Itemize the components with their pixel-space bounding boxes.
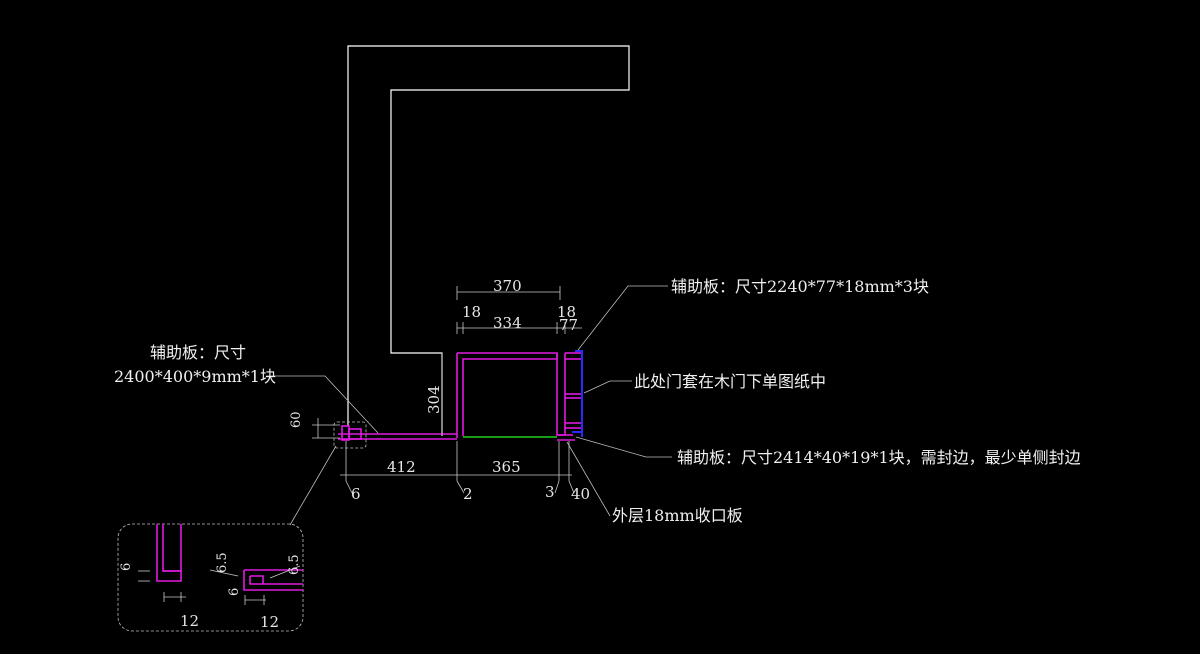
dim-334: 334 (493, 314, 522, 332)
dim-304: 304 (425, 385, 443, 414)
dim-2: 2 (463, 485, 473, 503)
dim-40: 40 (571, 485, 590, 503)
note-top-right: 辅助板：尺寸2240*77*18mm*3块 (671, 277, 929, 296)
detail-dim-6-5a: 6.5 (215, 552, 230, 573)
note-outer-layer: 外层18mm收口板 (612, 506, 743, 525)
detail-dim-12b: 12 (260, 613, 279, 631)
detail-marker-box (333, 421, 367, 449)
wall-outline (347, 45, 630, 436)
detail-dim-12a: 12 (180, 612, 199, 630)
dim-18-left: 18 (462, 303, 481, 321)
dim-6: 6 (351, 485, 361, 503)
dim-3: 3 (545, 483, 555, 501)
dim-18-right: 18 (557, 303, 576, 321)
dim-77: 77 (559, 316, 578, 334)
detail-enlargement (117, 523, 304, 632)
dim-60: 60 (289, 411, 304, 428)
door-frame-panels (338, 352, 581, 441)
leader-lines (266, 285, 672, 517)
dim-370: 370 (493, 277, 522, 295)
detail-dim-6b: 6 (227, 588, 242, 596)
note-left-line2: 2400*400*9mm*1块 (114, 367, 276, 386)
dim-365: 365 (492, 458, 521, 476)
dim-412: 412 (387, 458, 416, 476)
note-middle-right: 此处门套在木门下单图纸中 (634, 372, 826, 391)
note-bottom-right: 辅助板：尺寸2414*40*19*1块，需封边，最少单侧封边 (677, 448, 1081, 467)
detail-dim-6a: 6 (119, 563, 134, 571)
dimension-lines (312, 286, 582, 494)
note-left-line1: 辅助板：尺寸 (150, 343, 246, 362)
blue-edge-board (572, 350, 583, 437)
detail-dim-6-5b: 6.5 (287, 554, 302, 575)
